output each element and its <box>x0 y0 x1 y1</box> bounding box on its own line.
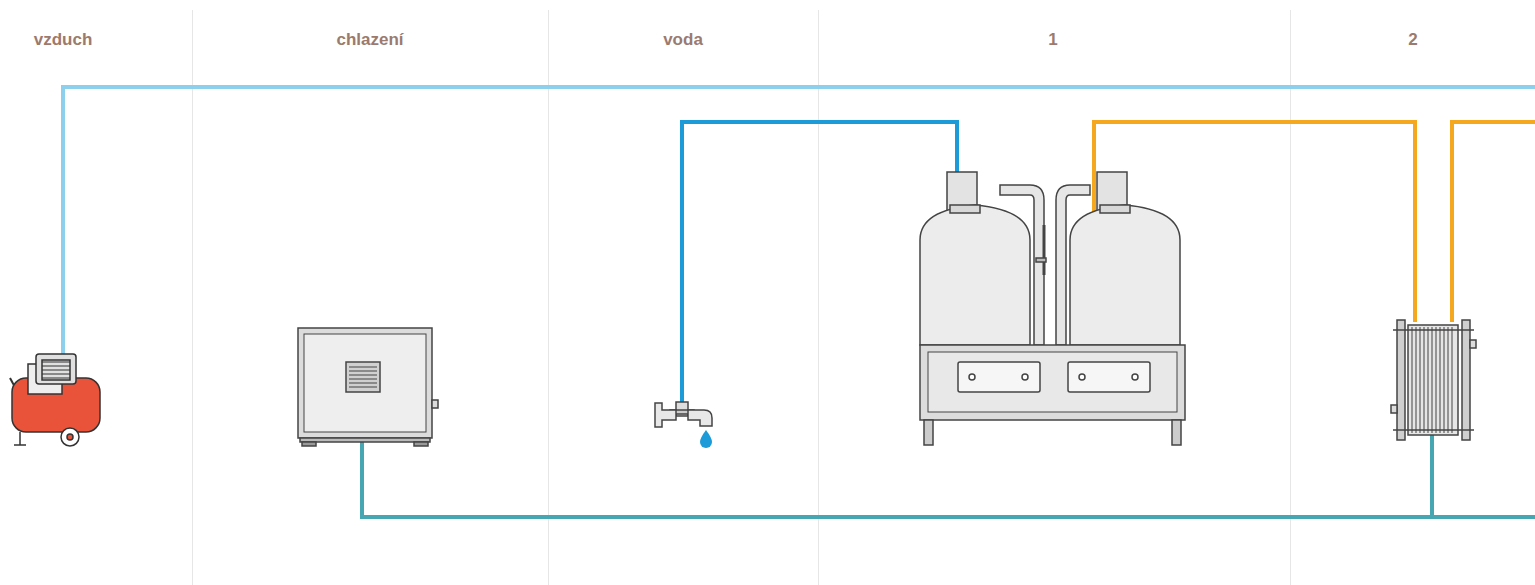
plate <box>1448 327 1449 433</box>
plate <box>1420 327 1421 433</box>
column-header: chlazení <box>336 30 403 50</box>
air-pipe <box>63 87 1535 356</box>
plate <box>1424 327 1425 433</box>
chiller <box>298 328 438 446</box>
column-header: vzduch <box>34 30 93 50</box>
column-header: 1 <box>1048 30 1057 50</box>
plate <box>1440 327 1441 433</box>
wort-pipe-out <box>1452 122 1535 322</box>
plate <box>1452 327 1453 433</box>
heat-exchanger <box>1391 320 1476 440</box>
cooling-pipe <box>362 430 1535 517</box>
brewhouse <box>920 172 1185 445</box>
faucet <box>655 402 712 448</box>
plate <box>1428 327 1429 433</box>
plate <box>1432 327 1433 433</box>
plate <box>1444 327 1445 433</box>
compressor <box>10 354 100 446</box>
column-header: voda <box>663 30 703 50</box>
plate <box>1416 327 1417 433</box>
column-separators <box>193 10 1291 585</box>
plate <box>1412 327 1413 433</box>
pipes <box>63 87 1535 517</box>
water-pipe <box>682 122 957 402</box>
plate <box>1436 327 1437 433</box>
column-header: 2 <box>1408 30 1417 50</box>
